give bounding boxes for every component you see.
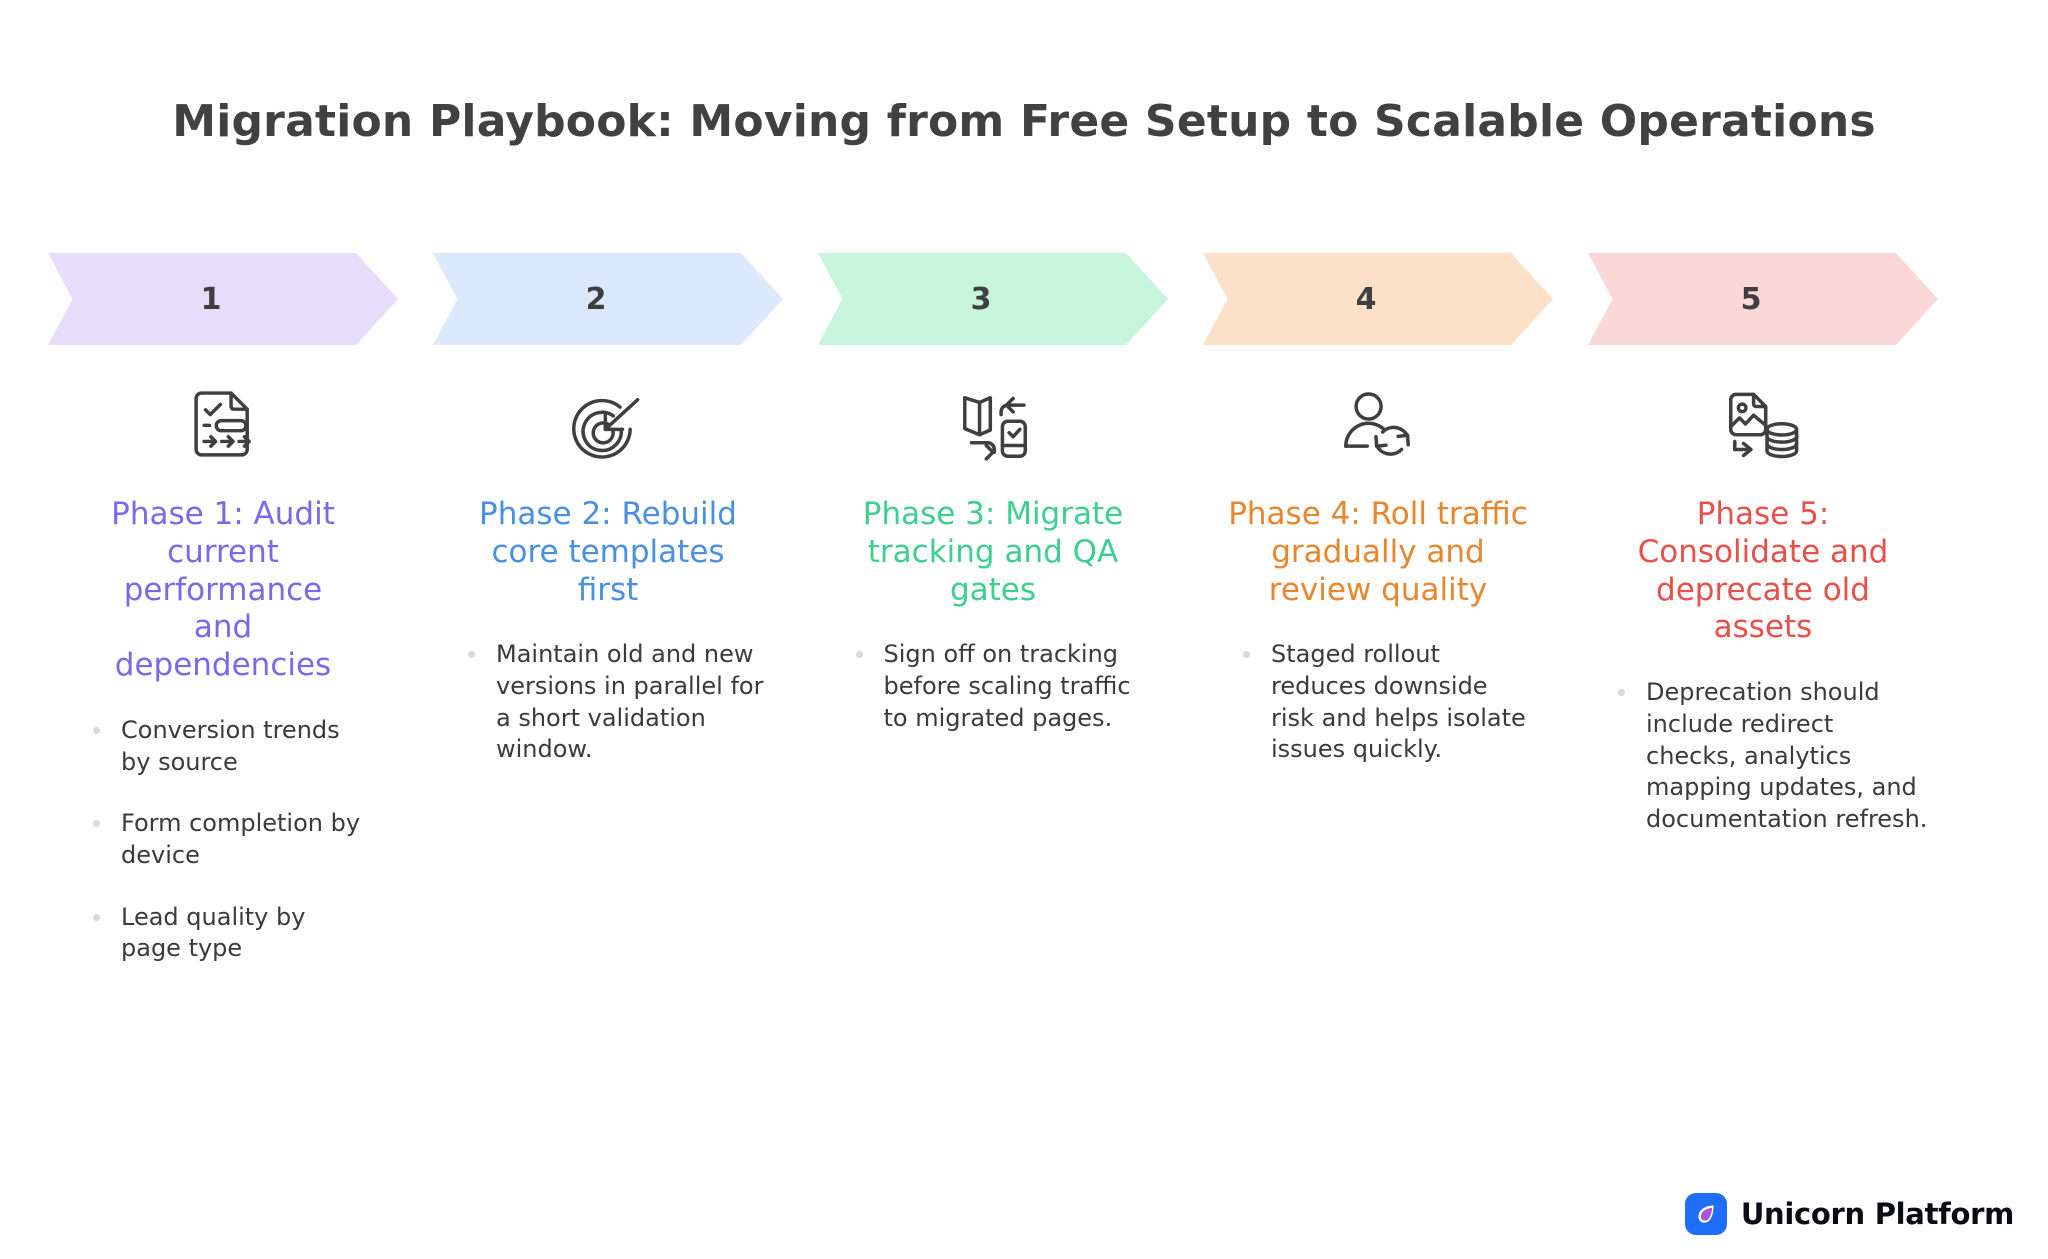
phase-bullets-2: Maintain old and new versions in paralle… — [448, 639, 768, 766]
brand-name: Unicorn Platform — [1740, 1197, 2014, 1231]
list-item: Sign off on tracking before scaling traf… — [850, 639, 1151, 734]
phase-column-4: 4 Phase 4: Roll traffic gradually and re… — [1203, 253, 1553, 766]
phase-bullets-5: Deprecation should include redirect chec… — [1598, 677, 1928, 835]
phase-title-1: Phase 1: Audit current performance and d… — [111, 496, 335, 684]
phase-column-5: 5 Phase 5: Consolidate and depreca — [1588, 253, 1938, 836]
phase-chevron-3: 3 — [818, 253, 1168, 345]
phase-chevron-4: 4 — [1203, 253, 1553, 345]
page-title: Migration Playbook: Moving from Free Set… — [172, 96, 1876, 147]
list-item: Conversion trends by source — [87, 715, 373, 778]
list-item: Lead quality by page type — [87, 902, 373, 965]
audit-document-checklist-icon — [180, 382, 266, 474]
bullet-text: Lead quality by page type — [121, 902, 306, 963]
phase-number-2: 2 — [585, 281, 607, 317]
phase-title-5: Phase 5: Consolidate and deprecate old a… — [1637, 496, 1889, 646]
phase-bullets-3: Sign off on tracking before scaling traf… — [836, 639, 1151, 734]
image-to-database-archive-icon — [1720, 382, 1806, 474]
bullet-dot-icon — [1243, 651, 1250, 659]
phase-bullets-1: Conversion trends by source Form complet… — [73, 715, 373, 965]
brand-footer[interactable]: Unicorn Platform — [1684, 1193, 2014, 1235]
phase-title-3: Phase 3: Migrate tracking and QA gates — [862, 496, 1124, 608]
phase-title-2: Phase 2: Rebuild core templates first — [479, 496, 737, 608]
bullet-text: Conversion trends by source — [121, 716, 340, 776]
bullet-dot-icon — [93, 727, 100, 735]
bullet-dot-icon — [468, 651, 475, 659]
migrate-screens-swap-icon — [950, 382, 1036, 474]
bullet-dot-icon — [93, 913, 100, 921]
bullet-dot-icon — [93, 820, 100, 828]
list-item: Staged rollout reduces downside risk and… — [1237, 639, 1533, 766]
bullet-text: Form completion by device — [121, 809, 361, 870]
phase-chevron-5: 5 — [1588, 253, 1938, 345]
bullet-text: Sign off on tracking before scaling traf… — [883, 640, 1131, 732]
phase-bullets-4: Staged rollout reduces downside risk and… — [1223, 639, 1533, 766]
target-arrow-icon — [565, 382, 651, 474]
phase-columns: 1 Phase 1: Audit current performance and… — [48, 253, 2008, 965]
list-item: Deprecation should include redirect chec… — [1612, 677, 1928, 835]
phase-number-4: 4 — [1355, 281, 1377, 317]
phase-column-1: 1 Phase 1: Audit current performance and… — [48, 253, 398, 965]
unicorn-leaf-logo-icon — [1684, 1193, 1727, 1235]
phase-number-1: 1 — [200, 281, 222, 317]
phase-column-3: 3 Phase 3: Migrate tracking and QA gates — [818, 253, 1168, 734]
bullet-dot-icon — [855, 651, 863, 659]
phase-number-5: 5 — [1740, 281, 1762, 317]
list-item: Maintain old and new versions in paralle… — [462, 639, 768, 766]
phase-chevron-2: 2 — [433, 253, 783, 345]
bullet-text: Maintain old and new versions in paralle… — [496, 640, 764, 764]
user-sync-rollout-icon — [1335, 382, 1421, 474]
bullet-dot-icon — [1618, 689, 1625, 697]
list-item: Form completion by device — [87, 808, 373, 871]
bullet-text: Deprecation should include redirect chec… — [1646, 678, 1928, 833]
phase-chevron-1: 1 — [48, 253, 398, 345]
bullet-text: Staged rollout reduces downside risk and… — [1271, 640, 1526, 764]
phase-number-3: 3 — [970, 281, 992, 317]
phase-title-4: Phase 4: Roll traffic gradually and revi… — [1228, 496, 1528, 608]
phase-column-2: 2 Phase 2: Rebuild core templates first … — [433, 253, 783, 766]
